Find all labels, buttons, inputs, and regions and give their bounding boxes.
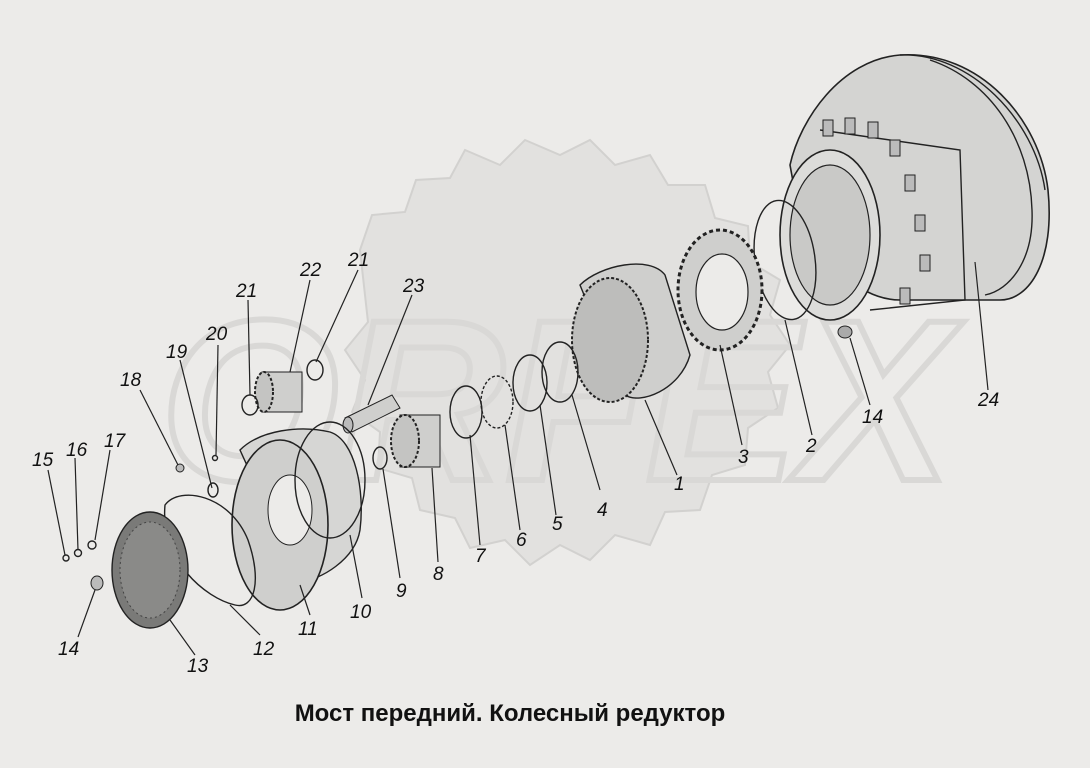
- callout-4: 4: [597, 500, 608, 521]
- part-7-ring: [449, 385, 483, 439]
- part-11-planet-carrier: [231, 428, 362, 611]
- callout-12: 12: [253, 639, 275, 660]
- part-13-cover: [111, 511, 189, 629]
- part-1-ring-gear: [571, 263, 691, 403]
- watermark-gear: [343, 138, 792, 567]
- callout-9: 9: [396, 581, 407, 602]
- part-9-o-ring: [372, 446, 388, 470]
- callout-17: 17: [104, 431, 127, 452]
- callout-24: 24: [977, 390, 999, 411]
- part-16-washer: [73, 548, 83, 558]
- callout-5: 5: [552, 514, 563, 535]
- callout-22: 22: [299, 260, 322, 281]
- callout-18: 18: [120, 370, 142, 391]
- callout-16: 16: [66, 440, 88, 461]
- part-3-gear-ring: [676, 228, 764, 352]
- callout-21-right: 21: [347, 250, 369, 271]
- callout-6: 6: [516, 530, 527, 551]
- part-21-washer-right: [306, 359, 324, 381]
- callout-19: 19: [166, 342, 188, 363]
- callout-11: 11: [298, 619, 318, 640]
- part-18-screw: [175, 463, 185, 473]
- part-4-ring: [541, 341, 579, 403]
- callout-3: 3: [738, 447, 749, 468]
- part-20-ball: [211, 454, 219, 462]
- part-15-pin: [62, 554, 70, 562]
- callout-21-left: 21: [235, 281, 257, 302]
- callout-10: 10: [350, 602, 372, 623]
- callout-13: 13: [187, 656, 209, 677]
- callout-8: 8: [433, 564, 444, 585]
- leader-lines: [47, 261, 989, 656]
- part-22-pinion: [254, 371, 303, 413]
- part-5-ring: [512, 354, 548, 412]
- part-23-shaft: [342, 394, 401, 434]
- callout-23: 23: [402, 276, 425, 297]
- callout-2: 2: [805, 436, 817, 457]
- callout-14-left: 14: [58, 639, 79, 660]
- part-14-plug-left: [90, 575, 104, 591]
- part-19-seal: [207, 482, 219, 498]
- callout-20: 20: [205, 324, 228, 345]
- part-14-plug-right: [837, 325, 853, 339]
- diagram-title: Мост передний. Колесный редуктор: [294, 700, 726, 727]
- callout-7: 7: [475, 546, 487, 567]
- part-8-sun-gear: [390, 414, 441, 468]
- callouts: 1 2 3 4 5 6 7 8 9 10 11 12 13 14 14 15 1…: [32, 250, 999, 677]
- callout-1: 1: [674, 474, 685, 495]
- callout-14-right: 14: [862, 407, 883, 428]
- part-17-bolt: [87, 540, 97, 550]
- part-24-hub: [779, 54, 1050, 321]
- part-10-carrier-cover: [294, 421, 366, 539]
- callout-15: 15: [32, 450, 54, 471]
